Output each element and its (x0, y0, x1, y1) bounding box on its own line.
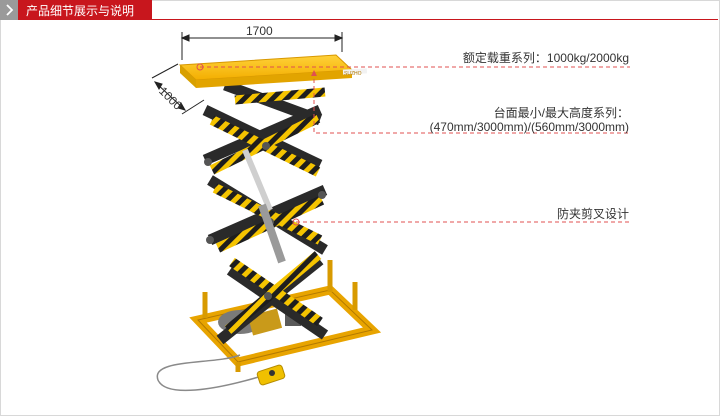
dimension-length (180, 32, 344, 60)
dimension-length-label: 1700 (246, 24, 273, 38)
svg-text:SUZHO: SUZHO (344, 71, 362, 77)
table-platform: SUZHO (178, 54, 368, 88)
scissor-arms (202, 79, 329, 345)
callout-capacity: 额定载重系列：1000kg/2000kg (462, 51, 629, 65)
dimension-width (151, 63, 205, 115)
callout-scissor: 防夹剪叉设计 (556, 207, 629, 221)
callout-leaders (200, 66, 630, 223)
callout-height-values: (470mm/3000mm)/(560mm/3000mm) (429, 120, 629, 134)
section-title: 产品细节展示与说明 (26, 3, 135, 18)
header-underline (152, 19, 718, 20)
chevron-right-icon (0, 0, 18, 20)
remote-control (156, 354, 286, 392)
callout-height-title: 台面最小/最大高度系列： (493, 106, 629, 120)
section-header: 产品细节展示与说明 (0, 0, 152, 20)
